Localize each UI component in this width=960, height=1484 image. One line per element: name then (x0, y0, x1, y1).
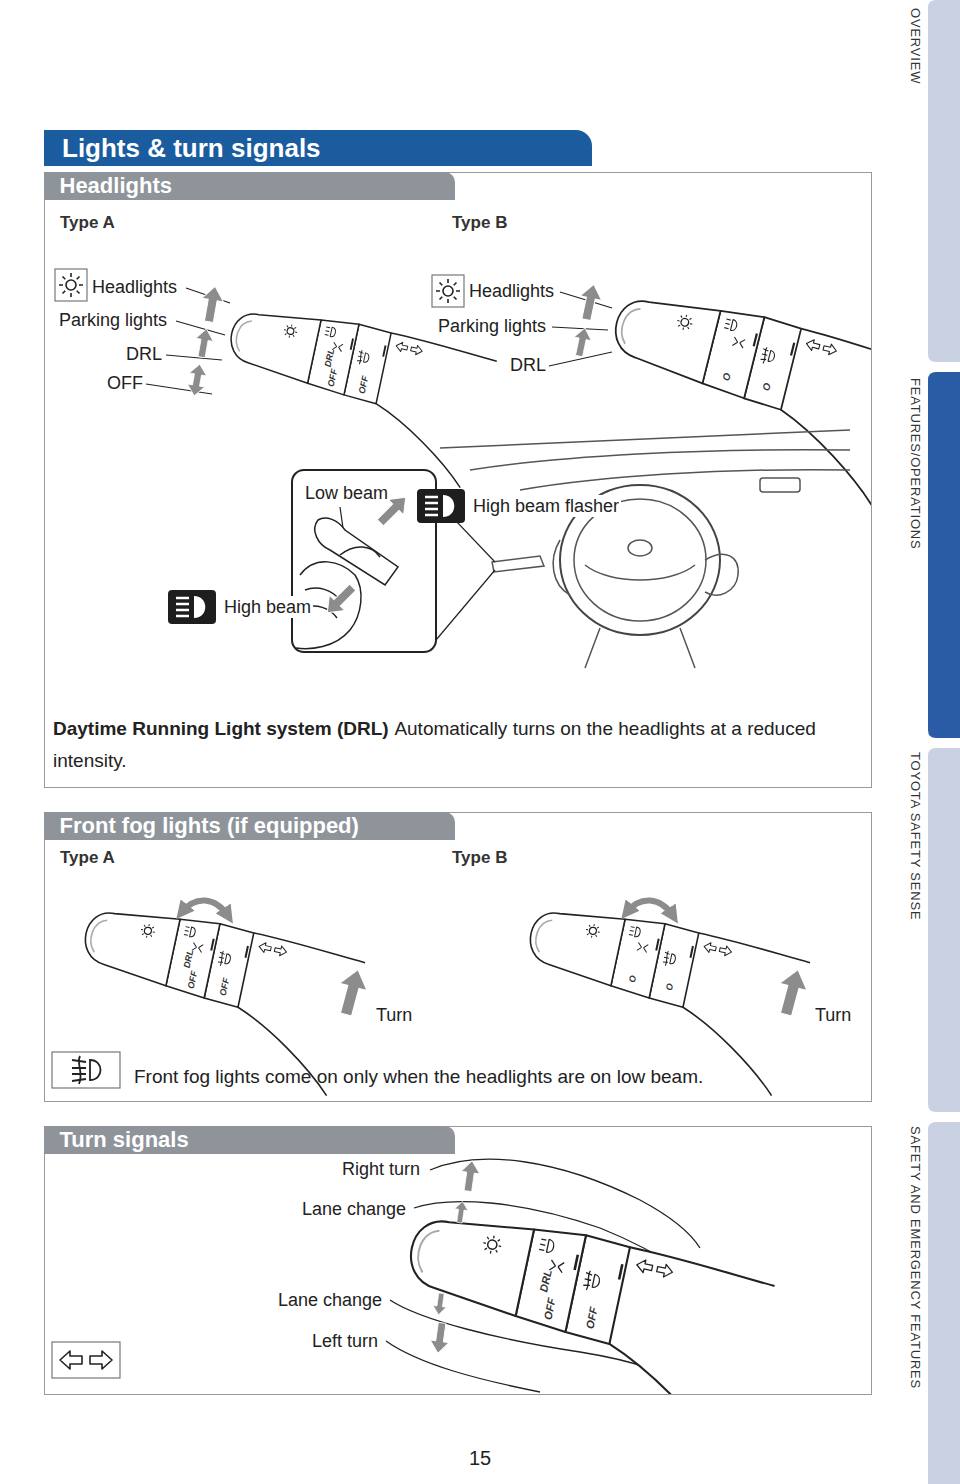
note-text: Front fog lights come on only when the h… (134, 1066, 703, 1087)
callout-label: Headlights (92, 276, 177, 298)
callout-label: Parking lights (438, 315, 546, 337)
callout-label: Low beam (303, 482, 390, 504)
section-header-band: Front fog lights (if equipped) (44, 812, 455, 840)
page-title: Lights & turn signals (44, 130, 592, 166)
bold-term: Daytime Running Light system (DRL) (53, 718, 389, 739)
callout-label: Turn (376, 1004, 412, 1026)
section-panel: HeadlightsDaytime Running Light system (… (44, 172, 872, 788)
section-panel: Turn signals (44, 1126, 872, 1395)
section-note: Front fog lights come on only when the h… (134, 1061, 864, 1093)
page-number: 15 (469, 1447, 491, 1469)
callout-label: Headlights (469, 280, 554, 302)
callout-label: DRL (510, 354, 546, 376)
callout-label: Lane change (278, 1289, 382, 1311)
section-tab-label: SAFETY AND EMERGENCY FEATURES (907, 1126, 923, 1389)
callout-label: Lane change (302, 1198, 406, 1220)
section-heading: Front fog lights (if equipped) (44, 812, 359, 840)
callout-label: DRL (126, 343, 162, 365)
section-heading: Headlights (44, 172, 172, 200)
callout-label: High beam (222, 596, 313, 618)
callout-label: Left turn (312, 1330, 378, 1352)
callout-label: Turn (815, 1004, 851, 1026)
type-heading: Type A (60, 212, 115, 234)
section-tab-label: TOYOTA SAFETY SENSE (907, 752, 923, 920)
section-header-band: Turn signals (44, 1126, 455, 1154)
callout-label: Parking lights (59, 309, 167, 331)
type-heading: Type B (452, 212, 507, 234)
type-heading: Type B (452, 847, 507, 869)
callout-label: High beam flasher (471, 495, 621, 517)
callout-label: Right turn (342, 1158, 420, 1180)
title-banner: Lights & turn signals (44, 130, 592, 166)
type-heading: Type A (60, 847, 115, 869)
section-tab-label: FEATURES/OPERATIONS (907, 378, 923, 549)
callout-label: OFF (107, 372, 143, 394)
section-note: Daytime Running Light system (DRL)Automa… (53, 713, 865, 777)
section-header-band: Headlights (44, 172, 455, 200)
section-tab-label: OVERVIEW (907, 8, 923, 84)
section-heading: Turn signals (44, 1126, 189, 1154)
